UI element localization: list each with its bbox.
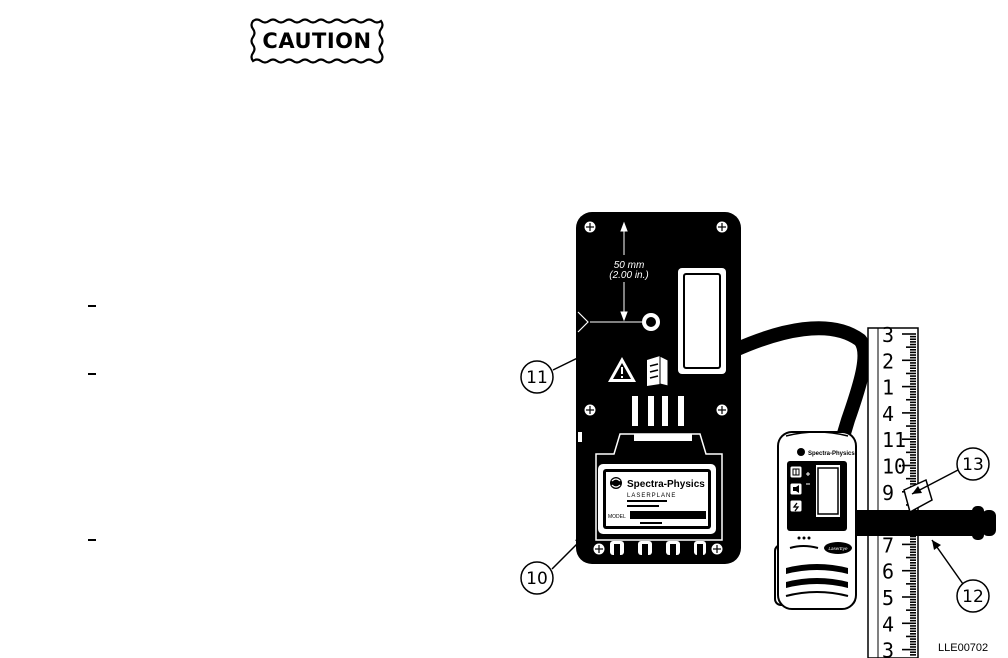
rod-number: 2 [882,349,894,373]
callout-10: 10 [520,536,585,595]
cable [728,321,872,447]
list-bullet-dash [88,305,96,307]
rod-number: 10 [882,455,906,479]
rod-number: 7 [882,533,894,557]
read-manual-icon [647,355,669,387]
dimension-imperial: (2.00 in.) [609,270,648,281]
rod-number: 4 [882,612,894,636]
caution-banner: CAUTION [247,17,387,65]
figure-id: LLE00702 [938,642,988,654]
svg-text:13: 13 [962,455,984,475]
rod-number: 9 [882,481,894,505]
caution-wavy-border [250,18,384,64]
detector-model-label: MODEL [608,514,626,520]
callout-12: 12 [931,539,990,613]
power-button-icon [789,499,803,513]
laser-detector: 50 mm (2.00 in.) [576,212,741,564]
receiver-model-badge: LaserEye [828,546,848,551]
rod-number: 3 [882,639,894,658]
svg-text:12: 12 [962,587,984,607]
callout-11: 11 [520,325,644,394]
detector-product: LASERPLANE [627,493,676,499]
dimension-metric: 50 mm [614,260,645,271]
svg-text:11: 11 [526,368,548,388]
callout-13: 13 [911,447,990,495]
rod-number: 3 [882,323,894,347]
rod-number: 4 [882,402,894,426]
receiver-brand: Spectra-Physics [808,451,855,457]
receiver-device: Spectra-Physics LaserEye [774,431,996,610]
detector-brand: Spectra-Physics [627,479,705,490]
rod-number: 5 [882,586,894,610]
rod-number: 1 [882,376,894,400]
list-bullet-dash [88,373,96,375]
rod-number: 6 [882,560,894,584]
list-bullet-dash [88,539,96,541]
svg-text:10: 10 [526,569,548,589]
rod-number: 11 [882,428,906,452]
caution-text: CAUTION [262,29,372,53]
warning-triangle-icon [608,357,636,382]
